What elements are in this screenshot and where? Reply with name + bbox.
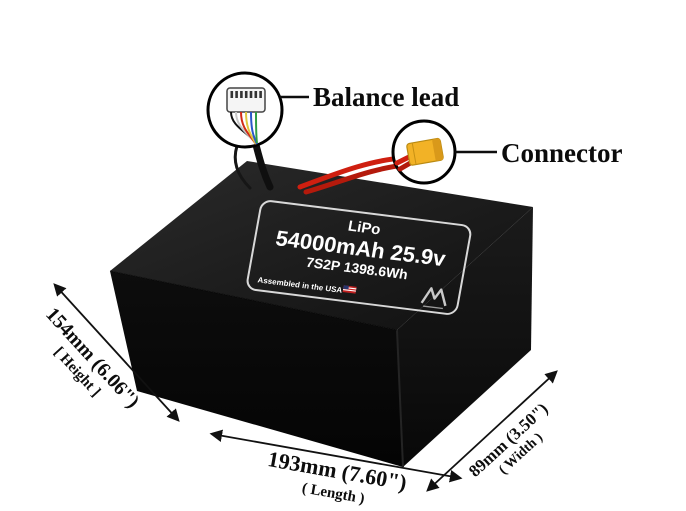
connector-label: Connector bbox=[501, 138, 622, 168]
battery-left-face bbox=[110, 271, 403, 467]
balance-cable-bundle bbox=[252, 141, 274, 191]
label-border bbox=[246, 200, 472, 315]
connector-callout bbox=[391, 119, 457, 185]
xt90-connector-icon bbox=[406, 137, 444, 166]
length-dimension-arrow bbox=[209, 429, 463, 483]
usa-flag-icon bbox=[342, 285, 357, 294]
balance-wire-black bbox=[233, 144, 252, 190]
balance-plug-icon bbox=[226, 87, 266, 145]
label-chemistry: LiPo bbox=[347, 219, 382, 239]
width-dimension-arrow bbox=[426, 370, 558, 492]
battery-top-face bbox=[110, 161, 533, 330]
brand-logo bbox=[420, 287, 447, 310]
balance-lead-label: Balance lead bbox=[313, 82, 459, 112]
balance-lead-callout bbox=[206, 71, 284, 149]
height-dimension-arrow bbox=[53, 283, 180, 422]
battery-top-left-edge bbox=[109, 270, 398, 331]
